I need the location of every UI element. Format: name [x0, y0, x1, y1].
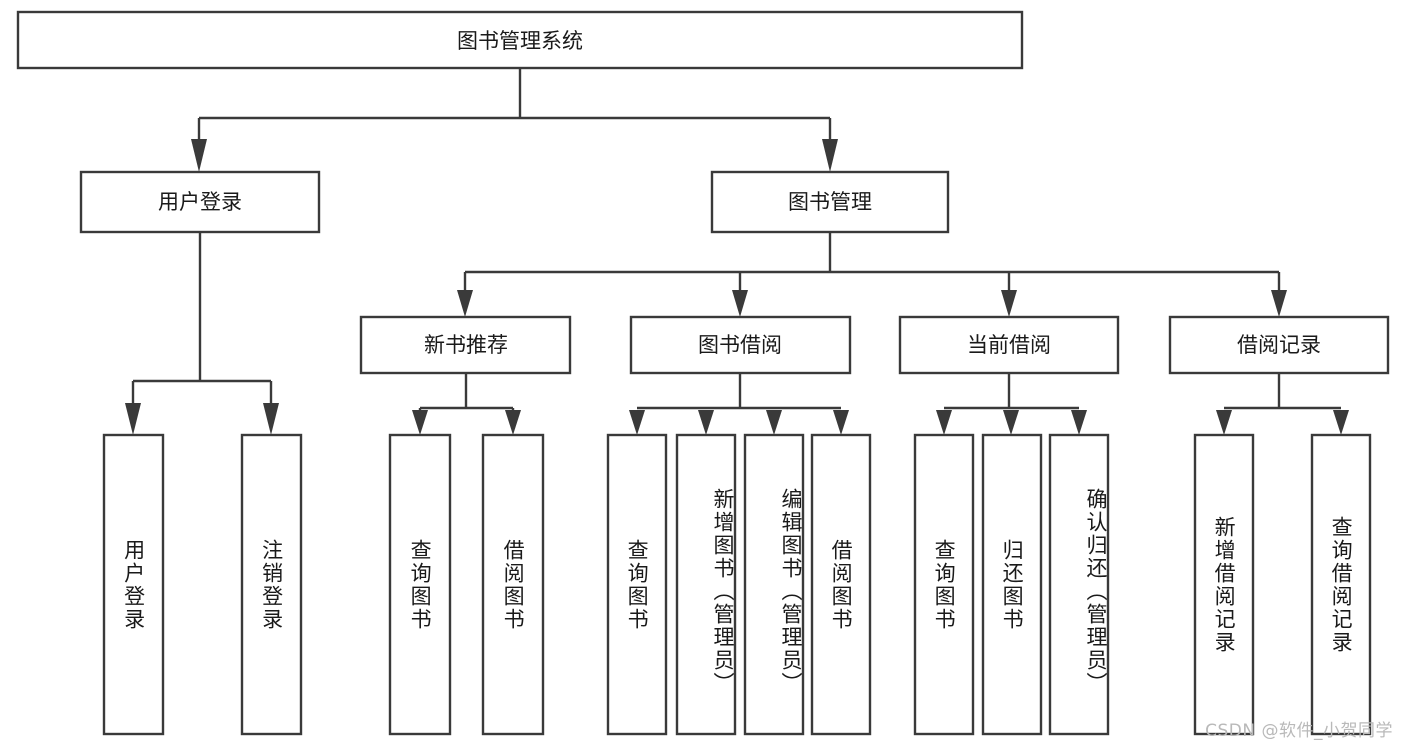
node-root-label: 图书管理系统	[457, 29, 583, 53]
leaf-box-user-login-2[interactable]	[240, 433, 303, 736]
node-borrow-record-label: 借阅记录	[1237, 333, 1321, 357]
arrowhead-book-manage	[822, 139, 838, 172]
leaf-box-bb-1[interactable]	[606, 433, 668, 736]
arrowhead-leaf-user-login-1	[125, 403, 141, 435]
arrowhead-leaf-br-1	[1216, 410, 1232, 435]
leaf-box-bb-3[interactable]	[743, 433, 805, 736]
leaf-box-nbr-1[interactable]	[388, 433, 452, 736]
arrowhead-leaf-bb-2	[698, 410, 714, 435]
leaf-box-cb-3[interactable]	[1048, 433, 1110, 736]
node-new-book-recommend-label: 新书推荐	[424, 333, 508, 357]
arrowhead-leaf-bb-4	[833, 410, 849, 435]
arrowhead-current-borrow	[1001, 290, 1017, 317]
leaf-box-nbr-2[interactable]	[481, 433, 545, 736]
node-book-manage-label: 图书管理	[788, 190, 872, 214]
node-book-manage-box[interactable]	[710, 170, 950, 234]
arrowhead-leaf-cb-1	[936, 410, 952, 435]
arrowhead-leaf-cb-2	[1003, 410, 1019, 435]
arrowhead-leaf-user-login-2	[263, 403, 279, 435]
node-book-borrow-label: 图书借阅	[698, 333, 782, 357]
leaf-box-br-2[interactable]	[1310, 433, 1372, 736]
node-current-borrow-box[interactable]	[898, 315, 1120, 375]
node-current-borrow-label: 当前借阅	[967, 333, 1051, 357]
arrowhead-leaf-bb-1	[629, 410, 645, 435]
node-borrow-record-box[interactable]	[1168, 315, 1390, 375]
arrowhead-book-borrow	[732, 290, 748, 317]
arrowhead-leaf-br-2	[1333, 410, 1349, 435]
watermark-text: CSDN @软件_小贺同学	[1205, 721, 1393, 741]
arrowhead-new-book-recommend	[457, 290, 473, 317]
leaf-box-user-login-1[interactable]	[102, 433, 165, 736]
node-user-login-label: 用户登录	[158, 190, 242, 214]
arrowhead-borrow-record	[1271, 290, 1287, 317]
arrowhead-leaf-cb-3	[1071, 410, 1087, 435]
leaf-box-cb-1[interactable]	[913, 433, 975, 736]
node-book-borrow-box[interactable]	[629, 315, 852, 375]
leaf-box-cb-2[interactable]	[981, 433, 1043, 736]
leaf-box-bb-2[interactable]	[675, 433, 737, 736]
leaf-box-br-1[interactable]	[1193, 433, 1255, 736]
arrowhead-leaf-nbr-2	[505, 410, 521, 435]
arrowhead-leaf-bb-3	[766, 410, 782, 435]
node-new-book-recommend-box[interactable]	[359, 315, 572, 375]
leaf-box-bb-4[interactable]	[810, 433, 872, 736]
arrowhead-leaf-nbr-1	[412, 410, 428, 435]
arrowhead-user-login	[191, 139, 207, 172]
node-root-box[interactable]	[16, 10, 1024, 70]
